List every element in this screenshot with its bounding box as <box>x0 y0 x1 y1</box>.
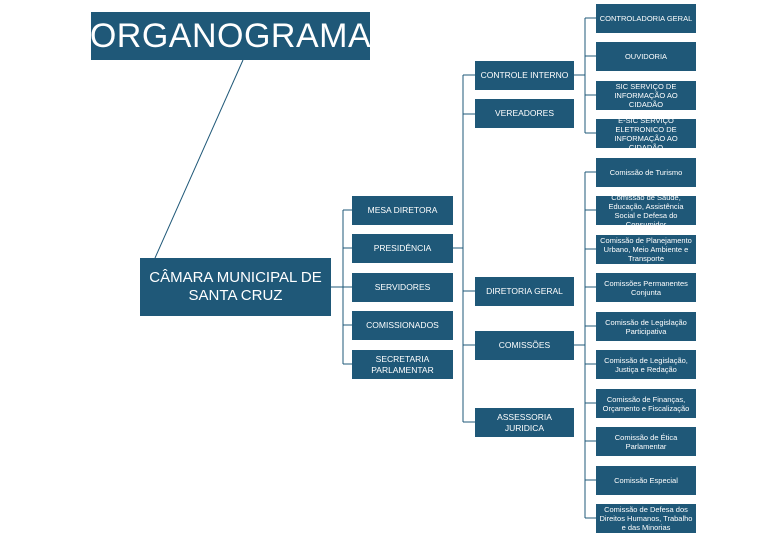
node-comissao-saude: Comissão de Saúde, Educação, Assistência… <box>596 193 696 229</box>
node-comissoes-permanentes: Comissões Permanentes Conjunta <box>596 273 696 302</box>
node-vereadores: VEREADORES <box>475 99 574 128</box>
node-comissoes: COMISSÕES <box>475 331 574 360</box>
node-ouvidoria: OUVIDORIA <box>596 42 696 71</box>
node-assessoria-juridica: ASSESSORIA JURIDICA <box>475 408 574 437</box>
node-mesa-diretora: MESA DIRETORA <box>352 196 453 225</box>
node-comissao-planejamento: Comissão de Planejamento Urbano, Meio Am… <box>596 235 696 264</box>
node-comissao-etica: Comissão de Ética Parlamentar <box>596 427 696 456</box>
diagram-title: ORGANOGRAMA <box>90 12 371 60</box>
node-secretaria-parlamentar: SECRETARIA PARLAMENTAR <box>352 350 453 379</box>
node-servidores: SERVIDORES <box>352 273 453 302</box>
node-sic: SIC SERVIÇO DE INFORMAÇÃO AO CIDADÃO <box>596 81 696 110</box>
node-comissao-especial: Comissão Especial <box>596 466 696 495</box>
connector-title-root <box>154 59 244 259</box>
node-comissao-direitos-humanos: Comissão de Defesa dos Direitos Humanos,… <box>596 504 696 533</box>
node-controle-interno: CONTROLE INTERNO <box>475 61 574 90</box>
node-comissao-legislacao-justica: Comissão de Legislação, Justiça e Redaçã… <box>596 350 696 379</box>
root-node: CÂMARA MUNICIPAL DE SANTA CRUZ <box>140 258 331 316</box>
node-e-sic: E-SIC SERVIÇO ELETRONICO DE INFORMAÇÃO A… <box>596 116 696 152</box>
node-comissao-financas: Comissão de Finanças, Orçamento e Fiscal… <box>596 389 696 418</box>
node-diretoria-geral: DIRETORIA GERAL <box>475 277 574 306</box>
node-comissao-turismo: Comissão de Turismo <box>596 158 696 187</box>
node-presidencia: PRESIDÊNCIA <box>352 234 453 263</box>
node-controladoria-geral: CONTROLADORIA GERAL <box>596 4 696 33</box>
node-comissionados: COMISSIONADOS <box>352 311 453 340</box>
node-comissao-legislacao-participativa: Comissão de Legislação Participativa <box>596 312 696 341</box>
